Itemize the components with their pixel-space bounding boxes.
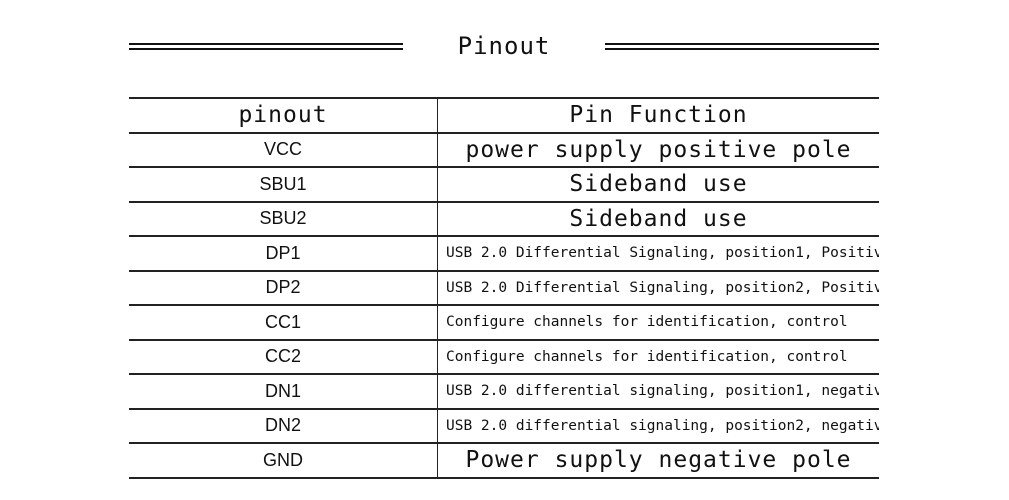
pinout-heading: Pinout — [129, 28, 879, 64]
heading-rule-right — [605, 43, 879, 50]
pin-name: SBU2 — [129, 200, 438, 237]
table-row: CC2 Configure channels for identificatio… — [129, 338, 879, 375]
table-row: DN1 USB 2.0 differential signaling, posi… — [129, 373, 879, 410]
table-row: DP2 USB 2.0 Differential Signaling, posi… — [129, 269, 879, 306]
pin-name: GND — [129, 442, 438, 479]
table-row: SBU2 Sideband use — [129, 200, 879, 237]
pin-name: DN2 — [129, 407, 438, 444]
pin-function: USB 2.0 Differential Signaling, position… — [437, 269, 879, 306]
pin-name: VCC — [129, 131, 438, 168]
pinout-table: pinout Pin Function VCC power supply pos… — [129, 97, 879, 479]
pin-name: CC2 — [129, 338, 438, 375]
table-header-row: pinout Pin Function — [129, 97, 879, 134]
header-pin-function: Pin Function — [437, 97, 879, 134]
pin-function: USB 2.0 differential signaling, position… — [437, 407, 879, 444]
pin-function: USB 2.0 differential signaling, position… — [437, 373, 879, 410]
pin-function: Sideband use — [437, 200, 879, 237]
heading-title: Pinout — [457, 32, 551, 60]
table-row: DN2 USB 2.0 differential signaling, posi… — [129, 407, 879, 444]
pin-function: Configure channels for identification, c… — [437, 304, 879, 341]
pin-function: Configure channels for identification, c… — [437, 338, 879, 375]
table-row: SBU1 Sideband use — [129, 166, 879, 203]
table-row: DP1 USB 2.0 Differential Signaling, posi… — [129, 235, 879, 272]
pin-function: USB 2.0 Differential Signaling, position… — [437, 235, 879, 272]
table-row: GND Power supply negative pole — [129, 442, 879, 479]
pin-function: Sideband use — [437, 166, 879, 203]
heading-rule-left — [129, 43, 403, 50]
pin-name: CC1 — [129, 304, 438, 341]
pin-name: SBU1 — [129, 166, 438, 203]
pin-name: DN1 — [129, 373, 438, 410]
pin-name: DP2 — [129, 269, 438, 306]
pin-function: Power supply negative pole — [437, 442, 879, 479]
pin-function: power supply positive pole — [437, 131, 879, 168]
table-row: VCC power supply positive pole — [129, 131, 879, 168]
pin-name: DP1 — [129, 235, 438, 272]
header-pinout: pinout — [129, 97, 438, 134]
table-row: CC1 Configure channels for identificatio… — [129, 304, 879, 341]
